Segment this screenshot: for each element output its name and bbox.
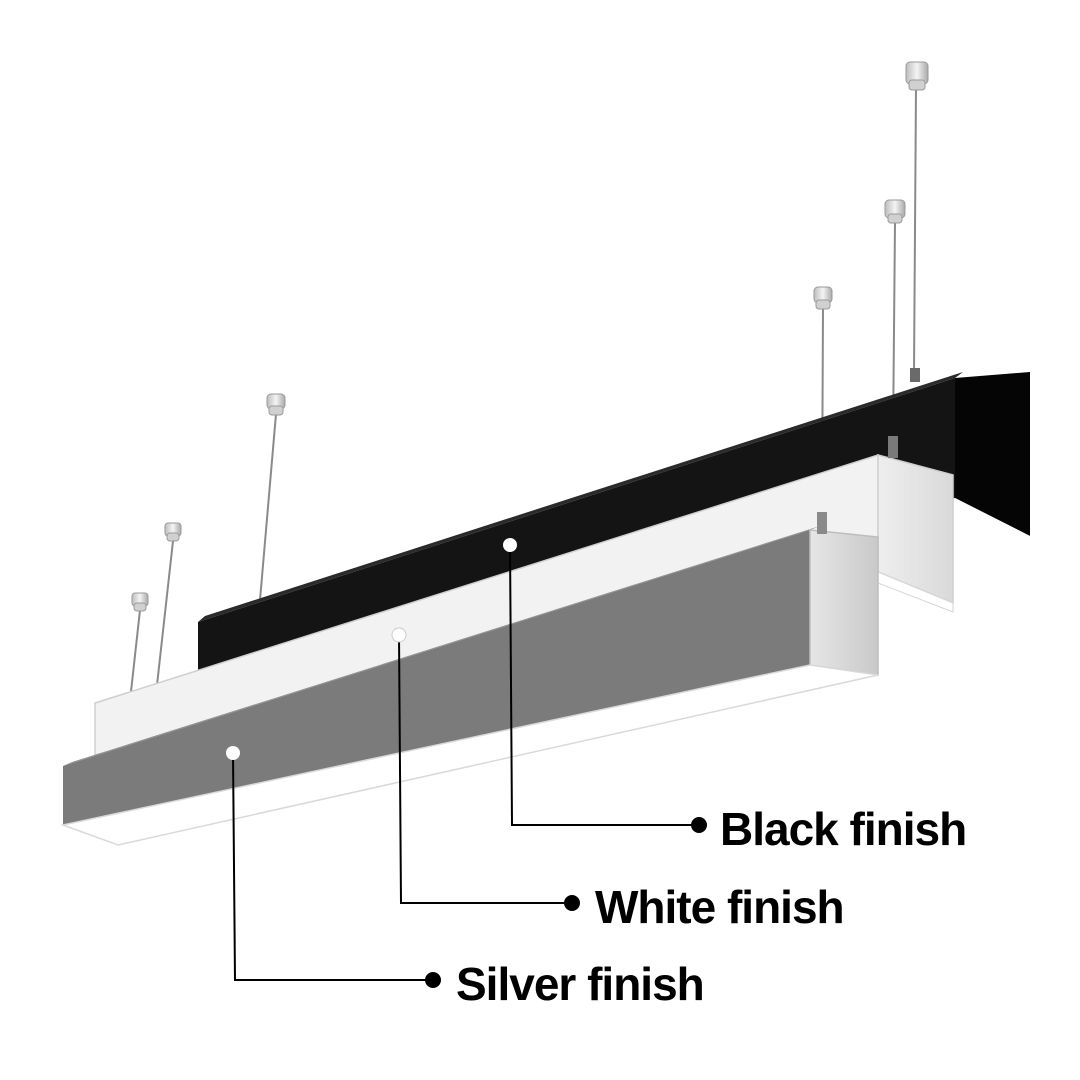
leader-dot-silver [425, 972, 441, 988]
black-fixture-diffuser [955, 498, 1030, 545]
canopy-black-right [905, 61, 929, 91]
canopy-silver-right [813, 286, 833, 310]
canopy-silver-left [131, 592, 149, 612]
marker-white [391, 627, 407, 643]
leader-line-white [398, 634, 570, 904]
marker-black [503, 538, 517, 552]
silver-fixture-body [63, 530, 810, 825]
canopy-black-left [266, 393, 286, 416]
silver-fixture-top [63, 526, 820, 766]
suspension-wires [123, 87, 917, 756]
callout-silver: Silver finish [226, 746, 705, 1010]
silver-fixture-diffuser [60, 664, 879, 846]
ceiling-canopies [131, 61, 929, 612]
black-fixture-body [198, 378, 955, 672]
wire-white-left [156, 540, 174, 686]
canopy-white-right [884, 199, 906, 224]
black-fixture-clip [910, 368, 920, 382]
white-fixture [94, 436, 954, 756]
silver-fixture-clip [817, 512, 827, 534]
wire-black-right [913, 87, 917, 373]
canopy-white-left [164, 522, 182, 542]
callout-black: Black finish [503, 538, 967, 855]
black-fixture-end [955, 372, 1030, 536]
label-black-finish: Black finish [720, 803, 966, 855]
leader-dot-black [691, 817, 707, 833]
leader-line-black [509, 544, 697, 826]
wire-black-left [259, 413, 277, 601]
callouts: Black finish White finish Silver finish [226, 538, 967, 1010]
leader-dot-white [564, 895, 580, 911]
silver-fixture-end [809, 529, 879, 676]
label-white-finish: White finish [595, 881, 844, 933]
leader-line-silver [232, 752, 432, 981]
black-fixture-top [198, 372, 963, 622]
black-fixture [198, 368, 1030, 672]
white-fixture-clip [888, 436, 898, 458]
marker-silver [226, 746, 240, 760]
silver-fixture [60, 512, 879, 846]
label-silver-finish: Silver finish [456, 958, 704, 1010]
callout-white: White finish [391, 627, 845, 933]
